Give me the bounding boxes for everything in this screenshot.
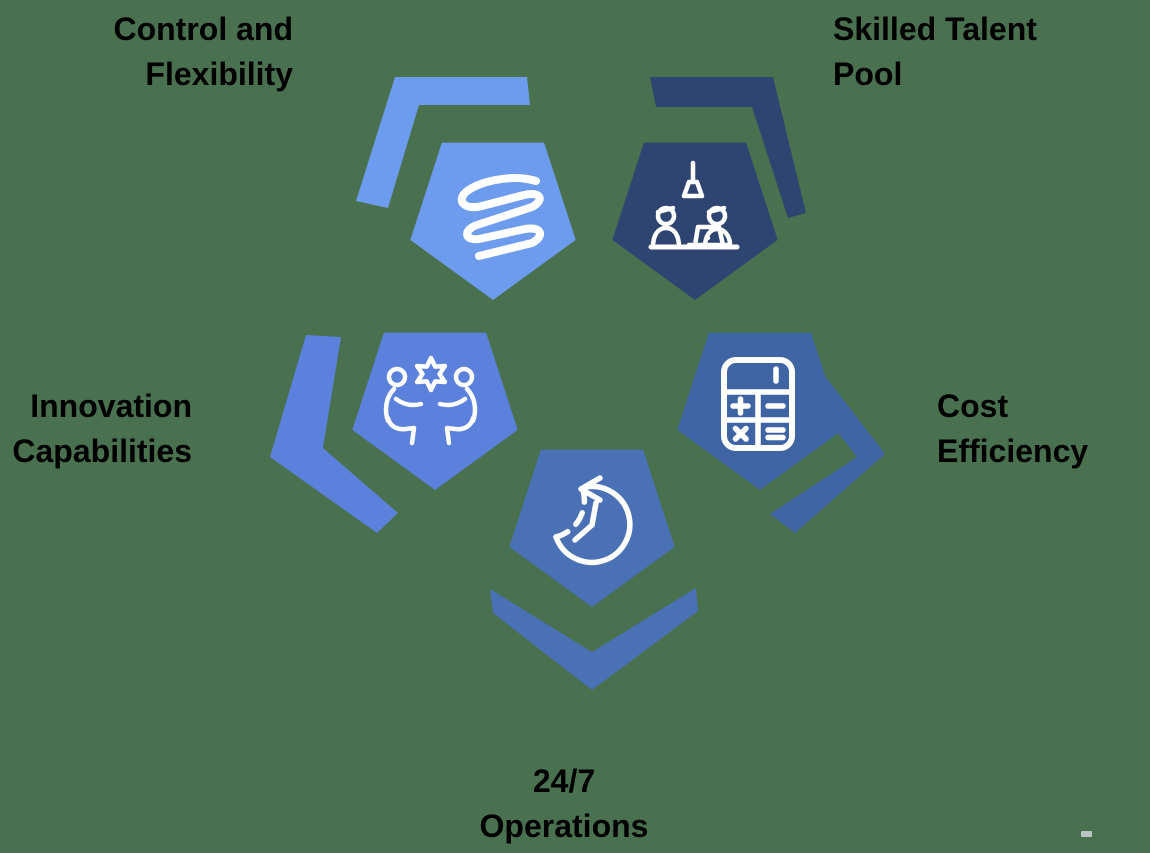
arc-innovation-capabilities [270, 335, 398, 533]
arc-skilled-talent-pool [650, 77, 806, 218]
label-control-flexibility: Control and Flexibility [113, 7, 293, 97]
label-cost-efficiency: Cost Efficiency [937, 384, 1088, 474]
spring-icon [457, 174, 544, 260]
label-line: Capabilities [12, 433, 192, 469]
stray-mark [1081, 831, 1092, 837]
arc-operations [490, 588, 698, 690]
arc-control-flexibility [356, 77, 530, 208]
label-line: Innovation [30, 388, 192, 424]
label-line: 24/7 [532, 763, 596, 799]
label-line: Efficiency [937, 433, 1089, 469]
label-line: Pool [833, 56, 903, 92]
label-24-7-operations: 24/7 Operations [414, 759, 714, 849]
workers-at-desk-icon [648, 160, 740, 250]
label-line: Flexibility [145, 56, 293, 92]
label-line: Operations [479, 808, 649, 844]
label-line: Cost [937, 388, 1009, 424]
label-skilled-talent-pool: Skilled Talent Pool [833, 7, 1037, 97]
pentagon-skilled-talent-pool [612, 142, 778, 300]
clock-history-icon [553, 475, 633, 566]
people-collaboration-icon [383, 355, 478, 446]
label-line: Skilled Talent [833, 11, 1037, 47]
calculator-icon [721, 357, 795, 451]
label-line: Control and [113, 11, 293, 47]
label-innovation-capabilities: Innovation Capabilities [12, 384, 192, 474]
